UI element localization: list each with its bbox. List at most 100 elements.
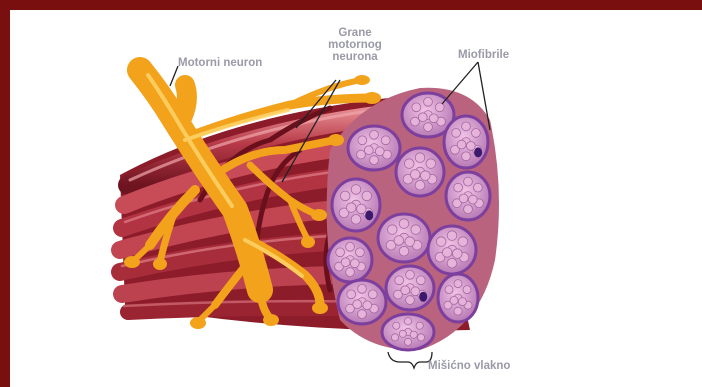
myofibril [364,146,373,155]
myofibril [399,219,409,229]
myofibril [346,268,355,277]
myofibril [356,204,366,214]
myofibril [420,171,430,181]
myofibril [411,117,420,126]
myofibril [417,334,424,341]
myofibril [442,248,452,258]
myofibril [447,231,457,241]
muscle-fiber-section [444,116,488,168]
myofibril [358,310,367,319]
myofibril [357,150,366,159]
myofibril [412,103,421,112]
nucleus [474,147,482,157]
myofibril [395,276,404,285]
myofibril [406,270,415,279]
myofibril [346,242,355,251]
myofibril [458,237,468,247]
myofibril [350,259,359,268]
myofibril [468,195,477,204]
myofibril [426,159,436,169]
muscle-fiber-section [332,179,380,231]
muscle-fiber-section [378,214,430,262]
myofibril [418,113,427,122]
myofibril [358,136,367,145]
muscle-fiber-section [428,226,476,274]
myofibril [393,322,400,329]
myofibril [388,225,398,235]
myofibril [399,330,406,337]
myofibril [462,152,471,161]
myofibril [411,225,421,235]
cross-section [327,88,499,350]
myofibril [362,191,372,201]
myofibril [406,296,415,305]
muscle-fiber-section [396,148,444,196]
myofibril [353,300,362,309]
muscle-fiber-section [386,266,434,310]
myofibril [436,237,446,247]
label-branches-line-1: Grane [316,27,394,39]
myofibril [458,298,466,306]
nucleus [365,210,373,220]
myofibril [351,185,361,195]
myofibril [450,296,458,304]
myofibril [399,246,409,256]
myofibril [370,156,379,165]
myofibril [454,307,462,315]
myofibril [424,97,433,106]
label-branches-line-3: neurona [316,51,394,63]
muscle-fiber-section [438,274,478,322]
myofibril [356,248,365,257]
myofibril [391,334,398,341]
myofibril [404,159,414,169]
myofibril [415,153,425,163]
myofibril [368,290,377,299]
myofibril [445,286,453,294]
myofibril [358,284,367,293]
myofibril [454,280,462,288]
myofibril [457,140,466,149]
label-motor-neuron-branches: Grane motornog neurona [316,27,394,63]
myofibril [435,103,444,112]
myofibril [401,286,410,295]
myofibril [459,194,468,203]
label-motor-neuron: Motorni neuron [178,57,262,69]
myofibril [429,114,438,123]
muscle-fiber-section [338,280,386,324]
myofibril [464,177,473,186]
myofibril [464,205,473,214]
muscle-fiber-section [328,238,372,282]
muscle-fiber-section [382,314,434,350]
myofibril [452,249,462,259]
myofibril [351,215,361,225]
myofibril [375,147,384,156]
label-muscle-fiber: Mišićno vlakno [428,360,510,372]
myofibril [415,180,425,190]
myofibril [474,183,483,192]
myofibril [404,338,411,345]
myofibril [452,129,461,138]
label-branches-line-2: motornog [316,39,394,51]
muscle-fiber-section [446,172,490,220]
myofibril [405,237,415,247]
myofibril [381,136,390,145]
myofibril [347,290,356,299]
myofibril [410,170,420,180]
myofibril [462,122,471,131]
myofibril [472,129,481,138]
myofibril [394,236,404,246]
myofibril [416,322,423,329]
label-myofibrils: Miofibrile [458,49,509,61]
myofibril [454,183,463,192]
myofibril [424,123,433,132]
myofibril [340,191,350,201]
myofibril [404,318,411,325]
myofibril [410,331,417,338]
muscle-fiber-section [348,126,400,170]
myofibril [447,258,457,268]
myofibril [370,130,379,139]
myofibril [341,258,350,267]
nucleus [419,292,427,302]
myofibril [336,248,345,257]
myofibril [416,276,425,285]
